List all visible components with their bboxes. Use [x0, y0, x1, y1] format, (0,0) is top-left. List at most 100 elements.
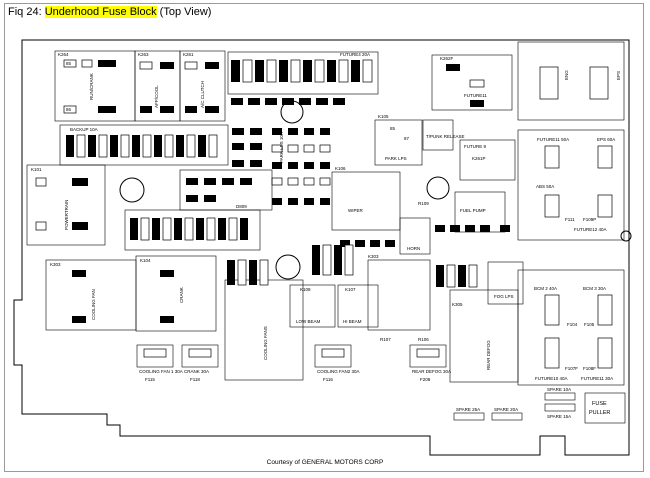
relay-pin [98, 60, 116, 67]
relay-k262f-label: K262F [440, 56, 454, 61]
fuse-backup-label: BACKUP 10A [70, 127, 98, 132]
pin-label: 85 [390, 126, 396, 131]
relay-k107 [337, 284, 379, 328]
relay-pin [72, 222, 88, 230]
relay-wiper-label: WIPER [348, 208, 364, 213]
figure-number: Fiq 24: [8, 6, 42, 18]
relay-wiper [331, 171, 401, 231]
relay-pin [185, 106, 197, 113]
fuse-f107f-label: F107F [565, 366, 578, 371]
relay-pin [469, 79, 485, 88]
relay-k262f [431, 54, 513, 111]
maxi-fuse-bcm2 [544, 294, 560, 326]
relay-fog-label: FOG LPS [494, 294, 514, 299]
mini-fuse-row-center-low [227, 225, 510, 288]
relay-pin [160, 106, 174, 113]
relay-k261p-label: K261P [472, 156, 486, 161]
relay-k261p [459, 139, 516, 181]
relay-pin [35, 221, 47, 231]
fuse-future10-label: FUTURE10 40A [535, 376, 568, 381]
spare-15a-label: SPARE 15A [547, 414, 571, 419]
relay-k107-label: K107 [345, 287, 356, 292]
maxi-fuse-future10 [544, 337, 560, 369]
fuse-cooling-fan2-label: COOLING FAN2 30A [317, 369, 360, 374]
relay-k101-label: K101 [31, 167, 42, 172]
fuse-f115-label: F115 [145, 377, 155, 382]
relay-pin [63, 59, 77, 68]
figure-title-highlight: Underhood Fuse Block [44, 6, 157, 18]
relay-crank-label: CRANK [179, 287, 184, 303]
relay-k263-label: K263 [138, 52, 149, 57]
relay-future9-label: FUTURE 9 [464, 144, 486, 149]
resistor-r107-label: R107 [380, 337, 391, 342]
relay-pin [160, 62, 174, 69]
relay-pin [72, 270, 86, 277]
maxi-fuse-cooling-fan2 [314, 344, 352, 368]
relay-rear-defog [449, 289, 519, 383]
relay-pin [160, 270, 174, 277]
fuse-f208-label: F208 [420, 377, 431, 382]
pin-label: 87 [404, 136, 410, 141]
relay-k261-label: K261 [183, 52, 194, 57]
mounting-boss [119, 177, 145, 203]
mounting-boss [275, 254, 301, 280]
pin-label: 86 [66, 107, 72, 112]
fuse-future12-label: FUTURE12 40A [574, 227, 607, 232]
relay-k104 [135, 255, 217, 332]
mini-fuse-row-middle [124, 209, 261, 251]
relay-k303-label: K303 [50, 262, 61, 267]
relay-pin [63, 105, 77, 114]
relay-rear-defog-label: REAR DEFOG [486, 340, 491, 370]
fuse-body [188, 348, 212, 358]
fuse-f116-label: F116 [323, 377, 333, 382]
relay-k108-label: K108 [300, 287, 311, 292]
fuse-future4-label: FUTURE4 20A [340, 52, 370, 57]
mini-fuse-row-left [59, 124, 229, 166]
maxi-fuse-future12 [597, 194, 613, 218]
fuse-future11-50a-label: FUTURE11 50A [537, 137, 569, 142]
fuse-f111-label: F111 [565, 217, 575, 222]
spare-fuse-20a [491, 412, 523, 421]
fuse-puller-label-2: PULLER [589, 410, 610, 416]
spare-fuse-10a [544, 392, 576, 401]
relay-k303b [367, 259, 431, 331]
relay-park-lps-label: PARK LPS [385, 156, 407, 161]
maxi-fuse-abs [544, 194, 560, 218]
maxi-fuse-crank [181, 344, 219, 368]
fuse-puller [584, 392, 626, 424]
fuse-abs-50a-label: ABS 50A [536, 184, 554, 189]
fuse-puller-label-1: FUSE [592, 401, 607, 407]
spare-fuse-15a [544, 403, 576, 412]
fuse-future11-30a-label: FUTURE11 30A [581, 376, 613, 381]
relay-k108 [289, 284, 336, 328]
spare-fuse-25a [453, 412, 485, 421]
maxi-fuse-block-top [517, 41, 625, 121]
resistor-r106-label: R106 [418, 337, 429, 342]
fuse-eps-60a-label: EPS 60A [597, 137, 615, 142]
relay-future11-label: FUTURE11 [464, 93, 487, 98]
relay-run-crank-label: RUN/CRANK [89, 73, 94, 100]
fuse-cooling-fan1-label: COOLING FAN 1 30A [139, 369, 183, 374]
fuse-rear-defog-label: REAR DEFOG 30A [412, 369, 451, 374]
fuse-crank-label: CRANK 30A [184, 369, 209, 374]
relay-trunk-label: T/PUNK RELEASE [426, 134, 465, 139]
relay-pin [205, 62, 219, 69]
fuse-f105-label: F105 [584, 322, 595, 327]
maxi-fuse-bcm3 [597, 294, 613, 326]
diode-d809-label: D809 [236, 204, 247, 209]
spare-20a-label: SPARE 20A [494, 407, 518, 412]
relay-k264-label: K264 [58, 52, 69, 57]
relay-k305-label: K305 [452, 302, 463, 307]
relay-pin [72, 178, 88, 186]
relay-ac-clutch-label: A/C CLUTCH [200, 81, 205, 108]
relay-k261 [179, 50, 226, 122]
maxi-fuse-future11 [544, 145, 560, 169]
relay-k101 [26, 164, 106, 246]
relay-pin [184, 61, 198, 70]
maxi-fuse-block-mid [517, 129, 625, 241]
fuse-eng-label: ENG [564, 70, 569, 80]
fuse-f104-label: F104 [567, 322, 578, 327]
relay-pin [470, 100, 484, 107]
relay-pin [160, 316, 174, 323]
